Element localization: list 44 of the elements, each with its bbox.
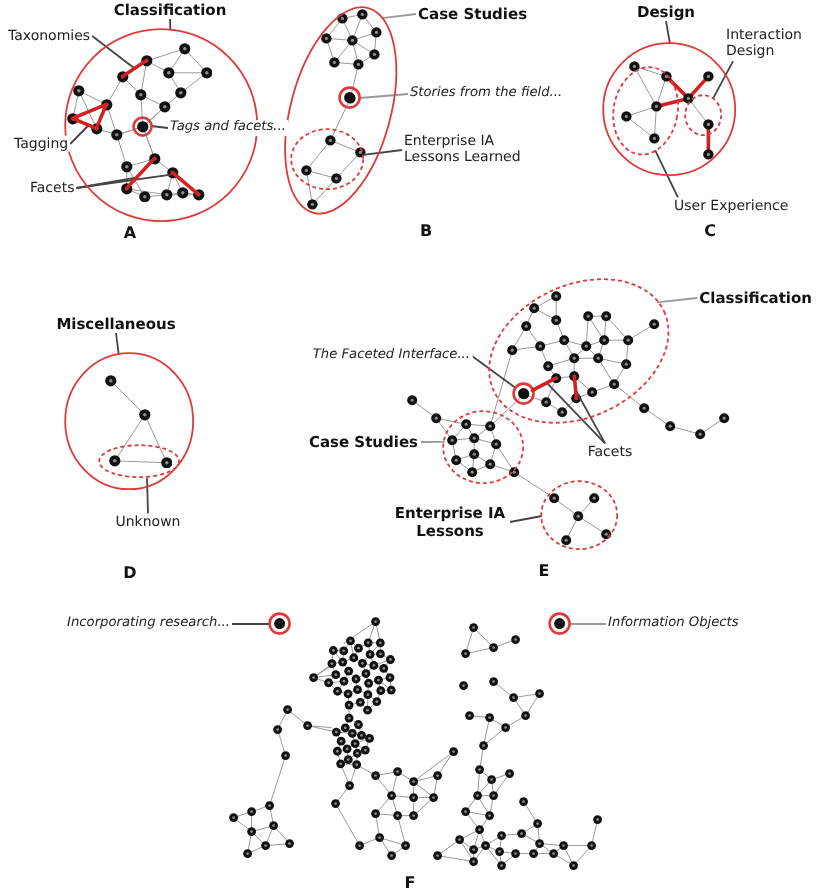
highlighted-link (169, 169, 201, 197)
panel-letter: F (404, 874, 416, 894)
leader-line (654, 149, 679, 199)
panel-letter: E (538, 562, 550, 582)
panel-letter: D (123, 564, 137, 584)
leader-line (574, 388, 607, 445)
cluster-outline (283, 5, 397, 215)
leader-line (471, 355, 517, 390)
leader-line (359, 93, 409, 99)
leader-line (569, 623, 607, 625)
highlight-ring (512, 382, 536, 406)
panel-letter: B (419, 222, 433, 242)
leader-line (231, 623, 271, 625)
leader-line (419, 440, 446, 443)
highlighted-link (530, 375, 559, 393)
leader-line (381, 13, 417, 20)
panel-letter: C (704, 222, 716, 242)
leader-line (91, 35, 135, 69)
highlighted-triangle (69, 101, 109, 131)
leader-line (69, 124, 90, 145)
highlight-ring (131, 115, 153, 137)
leader-line (362, 149, 403, 156)
panel-letter: A (123, 224, 137, 244)
leader-line (146, 476, 149, 515)
highlighted-link (119, 57, 149, 79)
cluster-outline (684, 94, 724, 138)
leader-line (712, 59, 735, 100)
leader-line (75, 173, 176, 189)
highlight-ring (338, 86, 362, 110)
highlighted-link (571, 373, 579, 401)
highlight-ring (268, 612, 292, 636)
cluster-outline (442, 410, 526, 486)
highlight-ring (548, 612, 572, 636)
cluster-outline (64, 352, 196, 492)
cluster-outline (98, 444, 182, 480)
cluster-outline (487, 278, 669, 425)
leader-line (656, 297, 699, 304)
leader-line (169, 18, 172, 32)
cluster-outline (540, 480, 620, 552)
cluster-outline (290, 128, 366, 192)
highlighted-link (123, 155, 157, 191)
leader-line (509, 515, 543, 523)
cluster-outline (612, 65, 680, 155)
leader-line (545, 381, 607, 445)
